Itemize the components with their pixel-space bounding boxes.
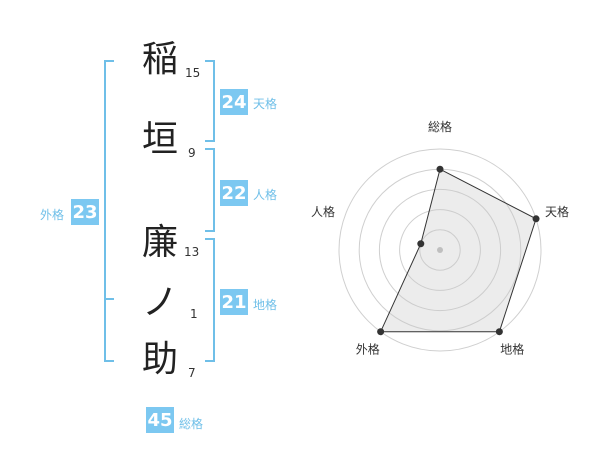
radar-point-3 (495, 328, 503, 336)
radar-point-1 (436, 165, 444, 173)
jinkaku-bracket (205, 148, 215, 232)
name-char-5: 助 (141, 339, 178, 380)
chikaku-label: 地格 (253, 298, 278, 312)
tenkaku-label: 天格 (253, 97, 278, 111)
radar-grid-ring-5 (338, 148, 542, 352)
radar-axis-label: 人格 (311, 204, 335, 219)
gaikaku-label: 外格 (40, 208, 65, 222)
radar-point-5 (417, 240, 425, 248)
gaikaku-bracket-tick (104, 298, 114, 300)
radar-grid-ring-3 (378, 188, 502, 312)
stroke-count-3: 13 (184, 245, 200, 259)
tenkaku-bracket (205, 60, 215, 142)
jinkaku-label: 人格 (253, 188, 278, 202)
name-char-2: 垣 (141, 119, 178, 160)
radar-axis-label: 地格 (500, 342, 524, 357)
name-char-3: 廉 (141, 222, 178, 263)
radar-polygon (379, 168, 537, 333)
name-char-1: 稲 (141, 39, 178, 80)
radar-axis-label: 外格 (356, 342, 380, 357)
stroke-count-2: 9 (188, 146, 196, 160)
radar-grid-ring-2 (399, 209, 481, 291)
soukaku-value: 45 (146, 407, 174, 433)
stroke-count-1: 15 (185, 66, 201, 80)
soukaku-label: 総格 (179, 417, 204, 431)
tenkaku-value: 24 (220, 89, 248, 115)
radar-grid-ring-1 (419, 229, 461, 271)
radar-point-2 (532, 215, 540, 223)
radar-point-4 (377, 328, 385, 336)
radar-axis-label: 総格 (428, 119, 452, 134)
jinkaku-value: 22 (220, 180, 248, 206)
name-char-4: ノ (141, 282, 178, 323)
chikaku-bracket (205, 238, 215, 362)
radar-axis-label: 天格 (545, 204, 569, 219)
stroke-count-5: 7 (188, 366, 196, 380)
chikaku-value: 21 (220, 289, 248, 315)
stroke-count-4: 1 (190, 307, 198, 321)
gaikaku-bracket (104, 60, 114, 362)
gaikaku-value: 23 (71, 199, 99, 225)
radar-center-dot (437, 247, 443, 253)
